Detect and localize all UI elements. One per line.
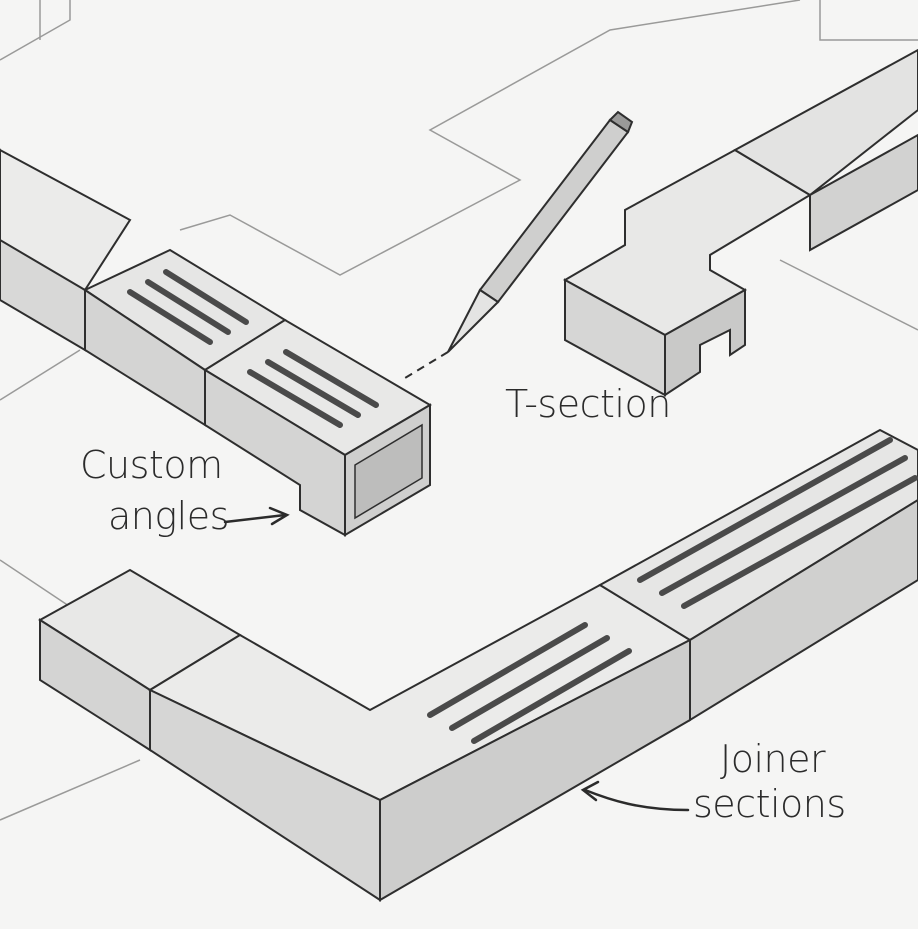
label-custom-angles-line2: angles [108,494,229,538]
arrows [223,506,690,812]
left-duct [0,148,432,537]
arrow-custom-angles [223,513,287,524]
label-t-section: T-section [505,382,671,426]
label-joiner-line2: sections [693,782,846,826]
label-custom-angles-line1: Custom [80,443,223,487]
pencil-icon [404,110,634,379]
t-section [562,48,918,397]
label-joiner-line1: Joiner [720,737,826,781]
grate-slots [127,269,249,345]
arrow-joiner [583,788,690,812]
floor-lines [0,0,918,821]
grate-slots [247,349,379,428]
grate-slots [427,437,918,744]
joiner-duct [38,428,918,902]
